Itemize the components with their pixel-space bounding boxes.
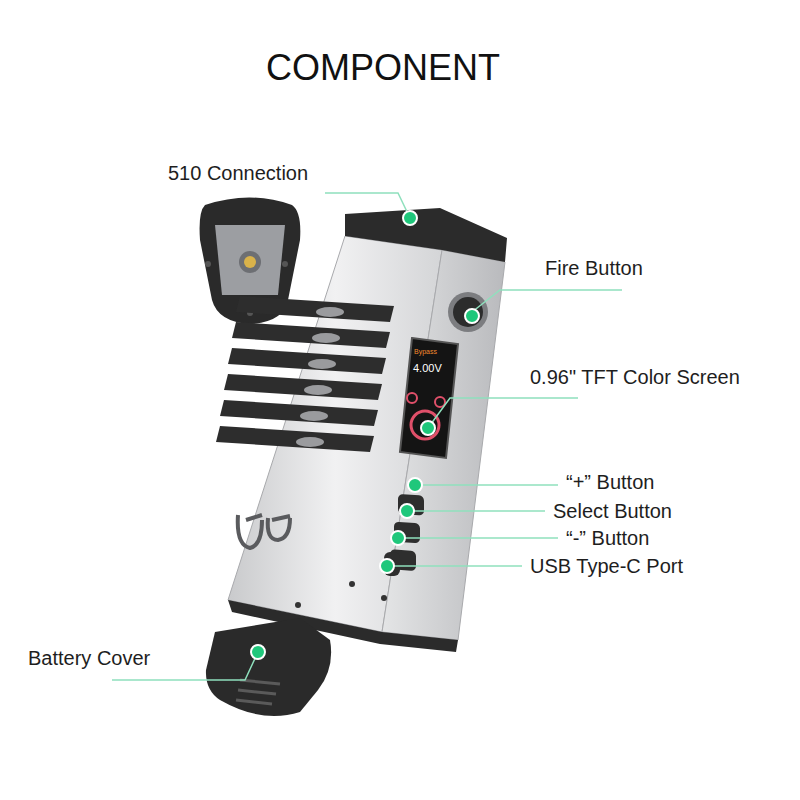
fire-button	[453, 297, 483, 327]
callout-dots	[251, 211, 479, 659]
screen-icon	[435, 397, 445, 407]
vent-highlights	[296, 307, 344, 447]
part-label: Select Button	[553, 500, 672, 523]
battery-cover	[206, 618, 331, 716]
connector-pin	[244, 256, 256, 268]
screen-icon	[407, 393, 417, 403]
screen-mode: Bypass	[414, 348, 437, 356]
connector-ring	[239, 251, 261, 273]
part-label: “-” Button	[566, 527, 649, 550]
screen-voltage: 4.00V	[413, 362, 442, 375]
top-cap	[345, 208, 507, 262]
fire-button-rim	[448, 292, 488, 332]
screen-gauge	[411, 411, 439, 439]
vents	[216, 296, 394, 452]
part-label: USB Type-C Port	[530, 555, 683, 578]
part-label: 0.96" TFT Color Screen	[530, 366, 740, 389]
screw	[282, 261, 288, 267]
page-title: COMPONENT	[266, 47, 500, 88]
logo	[238, 515, 290, 548]
cover-grip	[236, 680, 280, 704]
part-label: 510 Connection	[168, 162, 308, 185]
screw	[205, 261, 211, 267]
screw	[295, 602, 301, 608]
part-label: “+” Button	[566, 471, 654, 494]
side-face	[382, 250, 505, 640]
vent-hole	[381, 595, 387, 601]
part-label: Fire Button	[545, 257, 643, 280]
part-label: Battery Cover	[28, 647, 150, 670]
vent-hole	[349, 581, 355, 587]
connector-face	[215, 225, 285, 295]
